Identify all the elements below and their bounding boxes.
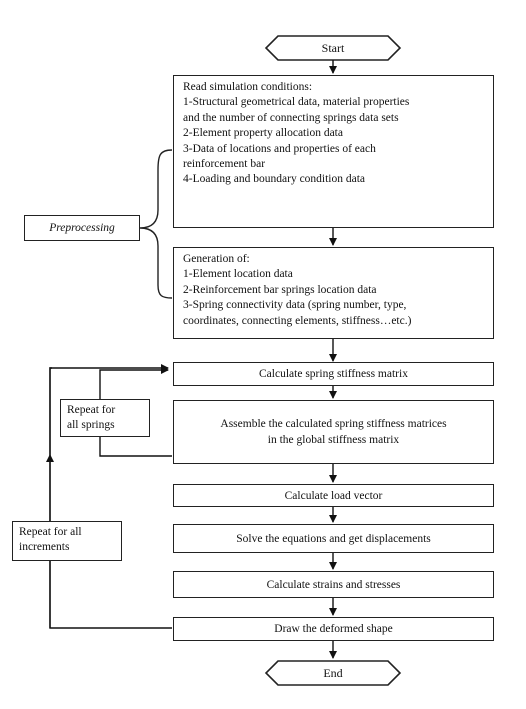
- generation-box: Generation of: 1-Element location data 2…: [173, 247, 494, 339]
- solve-box: Solve the equations and get displacement…: [173, 524, 494, 553]
- read-line-3: 2-Element property allocation data: [183, 127, 343, 140]
- start-label: Start: [321, 40, 345, 55]
- end-terminal-shape: [264, 660, 402, 686]
- gen-line-4: coordinates, connecting elements, stiffn…: [183, 314, 412, 327]
- read-line-0: Read simulation conditions:: [183, 81, 313, 93]
- repeat-springs-box: Repeat for all springs: [60, 399, 150, 437]
- gen-line-2: 2-Reinforcement bar springs location dat…: [183, 283, 377, 296]
- read-line-4: 3-Data of locations and properties of ea…: [183, 142, 376, 155]
- start-terminal: Start: [266, 36, 400, 60]
- read-line-1: 1-Structural geometrical data, material …: [183, 96, 410, 109]
- assemble-line-0: Assemble the calculated spring stiffness…: [220, 418, 447, 430]
- strains-box: Calculate strains and stresses: [173, 571, 494, 598]
- repeat-increments-line-1: increments: [19, 541, 70, 553]
- read-conditions-box: Read simulation conditions: 1-Structural…: [173, 75, 494, 228]
- read-line-5: reinforcement bar: [183, 158, 266, 171]
- repeat-increments-line-0: Repeat for all: [19, 526, 82, 538]
- read-line-2: and the number of connecting springs dat…: [183, 111, 399, 124]
- strains-label: Calculate strains and stresses: [266, 578, 401, 591]
- spring-stiffness-box: Calculate spring stiffness matrix: [173, 362, 494, 386]
- gen-line-3: 3-Spring connectivity data (spring numbe…: [183, 299, 407, 312]
- preprocessing-label-box: Preprocessing: [24, 215, 140, 241]
- read-line-6: 4-Loading and boundary condition data: [183, 173, 366, 186]
- solve-label: Solve the equations and get displacement…: [236, 532, 431, 545]
- spring-stiffness-label: Calculate spring stiffness matrix: [259, 368, 408, 380]
- load-vector-box: Calculate load vector: [173, 484, 494, 507]
- draw-label: Draw the deformed shape: [274, 623, 393, 635]
- assemble-line-1: in the global stiffness matrix: [267, 434, 400, 446]
- repeat-springs-line-1: all springs: [67, 419, 115, 431]
- preprocessing-label: Preprocessing: [49, 221, 115, 234]
- start-terminal-shape: [264, 35, 402, 61]
- preprocessing-brace: [139, 149, 173, 299]
- load-vector-label: Calculate load vector: [284, 489, 383, 502]
- assemble-box: Assemble the calculated spring stiffness…: [173, 400, 494, 464]
- repeat-increments-box: Repeat for all increments: [12, 521, 122, 561]
- draw-box: Draw the deformed shape: [173, 617, 494, 641]
- end-terminal: End: [266, 661, 400, 685]
- gen-line-1: 1-Element location data: [183, 268, 293, 281]
- repeat-springs-line-0: Repeat for: [67, 404, 116, 416]
- end-label: End: [323, 665, 343, 680]
- gen-line-0: Generation of:: [183, 253, 250, 265]
